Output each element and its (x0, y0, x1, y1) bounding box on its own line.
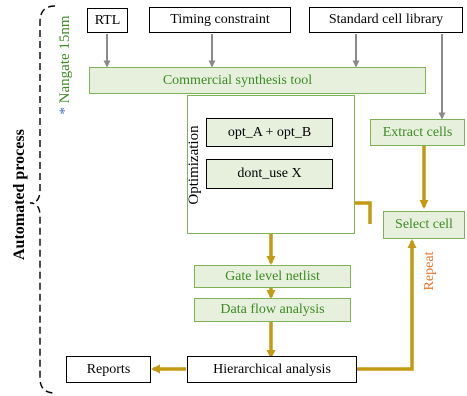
timing-constraint-box: Timing constraint (149, 7, 291, 33)
gate-level-netlist-text: Gate level netlist (225, 268, 320, 284)
repeat-label: Repeat (422, 251, 437, 291)
hierarchical-analysis-text: Hierarchical analysis (213, 361, 331, 377)
synthesis-tool-box: Commercial synthesis tool (89, 67, 426, 94)
nangate-star: * (57, 107, 73, 115)
dont-use-box: dont_use X (206, 159, 333, 189)
nangate-text: Nangate 15nm (57, 15, 73, 104)
rtl-text: RTL (94, 12, 121, 28)
rtl-box: RTL (87, 8, 128, 33)
extract-cells-text: Extract cells (382, 124, 453, 140)
timing-constraint-text: Timing constraint (170, 12, 270, 27)
nangate-label: * Nangate 15nm (55, 10, 75, 120)
opt-ab-text: opt_A + opt_B (227, 124, 312, 140)
select-cell-text: Select cell (395, 217, 453, 232)
reports-box: Reports (66, 356, 151, 383)
gate-level-netlist-box: Gate level netlist (194, 265, 351, 288)
reports-text: Reports (86, 361, 131, 377)
hierarchical-analysis-box: Hierarchical analysis (187, 356, 357, 383)
standard-cell-library-text: Standard cell library (328, 12, 444, 27)
repeat-loop-arrow (356, 239, 417, 371)
standard-cell-library-box: Standard cell library (309, 7, 463, 33)
data-flow-analysis-text: Data flow analysis (220, 302, 325, 317)
automated-process-label: Automated process (11, 129, 28, 260)
dont-use-text: dont_use X (237, 166, 302, 181)
optimization-label: Optimization (186, 125, 202, 205)
automated-process-brace (29, 5, 56, 394)
select-cell-box: Select cell (383, 211, 465, 239)
extract-cells-box: Extract cells (370, 119, 465, 146)
opt-ab-box: opt_A + opt_B (206, 118, 333, 147)
synthesis-tool-text: Commercial synthesis tool (162, 72, 313, 88)
data-flow-analysis-box: Data flow analysis (194, 298, 351, 322)
